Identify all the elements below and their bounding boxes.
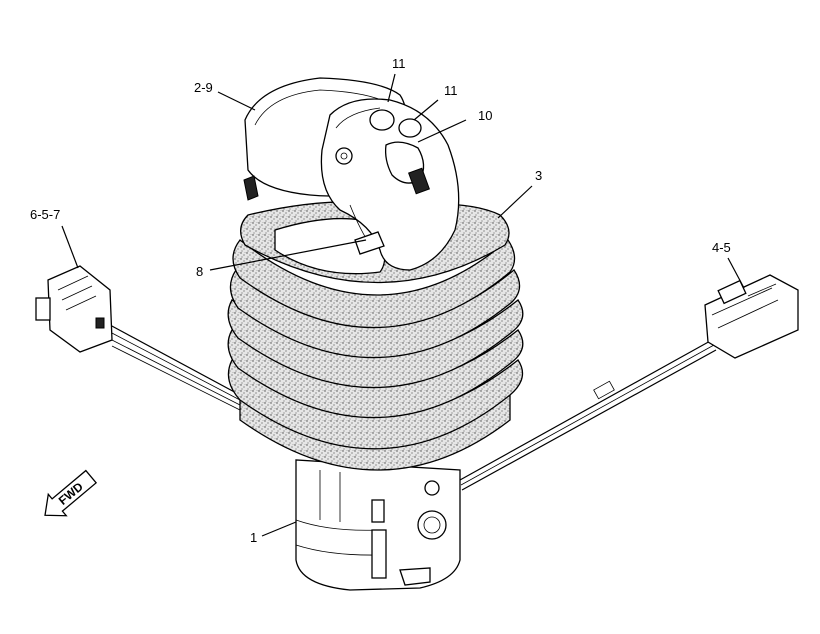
callout-labels: 2-9 11 11 10 3 8 6-5-7 4-5 1: [30, 56, 731, 545]
base-housing: [295, 459, 461, 591]
callout-1: 1: [250, 530, 257, 545]
connector-left: [35, 265, 113, 353]
harness-right: [459, 339, 717, 491]
callout-4-5: 4-5: [712, 240, 731, 255]
callout-6-5-7: 6-5-7: [30, 207, 60, 222]
callout-11-right: 11: [444, 83, 458, 98]
callout-3: 3: [535, 168, 542, 183]
connector-right: [704, 274, 799, 359]
forward-direction-arrow: FWD: [44, 469, 98, 517]
callout-8: 8: [196, 264, 203, 279]
joystick-grip: [243, 77, 460, 271]
callout-11-top: 11: [392, 56, 406, 71]
callout-10: 10: [478, 108, 492, 123]
leader-lines: [61, 73, 745, 537]
callout-2-9: 2-9: [194, 80, 213, 95]
harness-left: [109, 324, 241, 411]
